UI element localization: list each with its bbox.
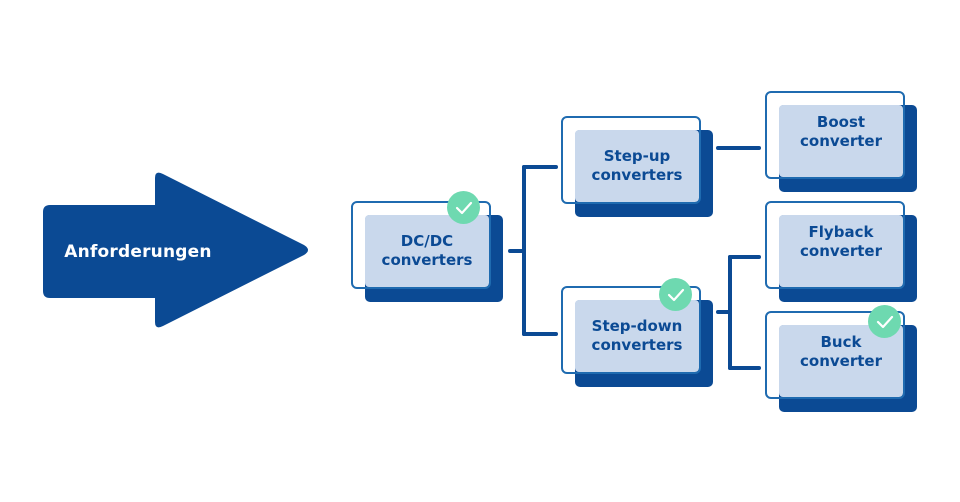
node-outline bbox=[765, 311, 905, 399]
label-line1: Step-down bbox=[591, 317, 683, 335]
connector-to-stepdown bbox=[522, 332, 558, 336]
connector-to-stepup bbox=[522, 165, 558, 169]
label-line1: Buck bbox=[820, 333, 862, 351]
connector-dcdc-stub bbox=[508, 249, 526, 253]
connector-stepdown-vertical bbox=[728, 255, 732, 370]
label-line2: converter bbox=[800, 242, 882, 260]
node-outline bbox=[561, 116, 701, 204]
connector-dcdc-vertical bbox=[522, 165, 526, 336]
label-line1: DC/DC bbox=[400, 232, 454, 250]
connector-stepdown-stub bbox=[716, 310, 732, 314]
arrow-label: Anforderungen bbox=[64, 241, 212, 262]
node-outline bbox=[765, 201, 905, 289]
checkmark-icon bbox=[447, 191, 480, 224]
node-outline bbox=[561, 286, 701, 374]
connector-to-flyback bbox=[728, 255, 761, 259]
label-line2: converter bbox=[800, 352, 882, 370]
checkmark-icon bbox=[659, 278, 692, 311]
checkmark-icon bbox=[868, 305, 901, 338]
label-line2: converters bbox=[591, 166, 683, 184]
label-line1: Step-up bbox=[603, 147, 671, 165]
label-line1: Boost bbox=[816, 113, 866, 131]
label-line2: converter bbox=[800, 132, 882, 150]
label-line1: Flyback bbox=[808, 223, 874, 241]
label-line2: converters bbox=[591, 336, 683, 354]
node-outline bbox=[351, 201, 491, 289]
node-outline bbox=[765, 91, 905, 179]
connector-to-buck bbox=[728, 366, 761, 370]
label-line2: converters bbox=[381, 251, 473, 269]
connector-stepup-boost bbox=[716, 146, 761, 150]
requirements-arrow bbox=[43, 172, 308, 328]
